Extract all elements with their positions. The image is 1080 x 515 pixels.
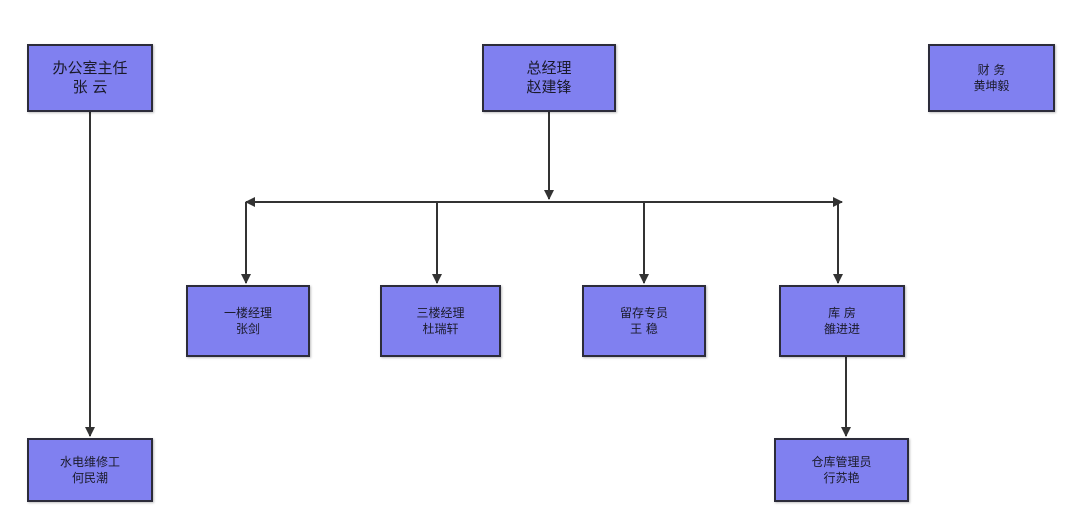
node-person: 雒进进 [823, 322, 860, 336]
node-finance: 财 务 黄坤毅 [928, 44, 1055, 112]
node-person: 张 云 [72, 78, 108, 96]
node-person: 张剑 [235, 322, 260, 336]
node-person: 黄坤毅 [973, 79, 1010, 93]
node-role: 仓库管理员 [811, 455, 872, 469]
node-role: 一楼经理 [223, 306, 272, 320]
node-person: 王 稳 [630, 322, 658, 336]
node-role: 三楼经理 [416, 306, 465, 320]
node-person: 杜瑞轩 [422, 322, 459, 336]
node-office-director: 办公室主任 张 云 [27, 44, 153, 112]
node-person: 行苏艳 [823, 471, 860, 485]
node-role: 水电维修工 [59, 455, 120, 469]
node-retention-specialist: 留存专员 王 稳 [582, 285, 706, 357]
node-warehouse-keeper: 仓库管理员 行苏艳 [774, 438, 909, 502]
node-maintenance: 水电维修工 何民潮 [27, 438, 153, 502]
node-floor1-manager: 一楼经理 张剑 [186, 285, 310, 357]
node-role: 办公室主任 [52, 59, 128, 77]
node-general-manager: 总经理 赵建锋 [482, 44, 616, 112]
node-person: 赵建锋 [526, 78, 572, 96]
node-role: 财 务 [977, 63, 1006, 77]
node-role: 库 房 [828, 306, 856, 320]
node-storeroom: 库 房 雒进进 [779, 285, 905, 357]
node-floor3-manager: 三楼经理 杜瑞轩 [380, 285, 501, 357]
node-role: 留存专员 [619, 306, 668, 320]
node-role: 总经理 [526, 59, 572, 77]
node-person: 何民潮 [71, 471, 108, 485]
